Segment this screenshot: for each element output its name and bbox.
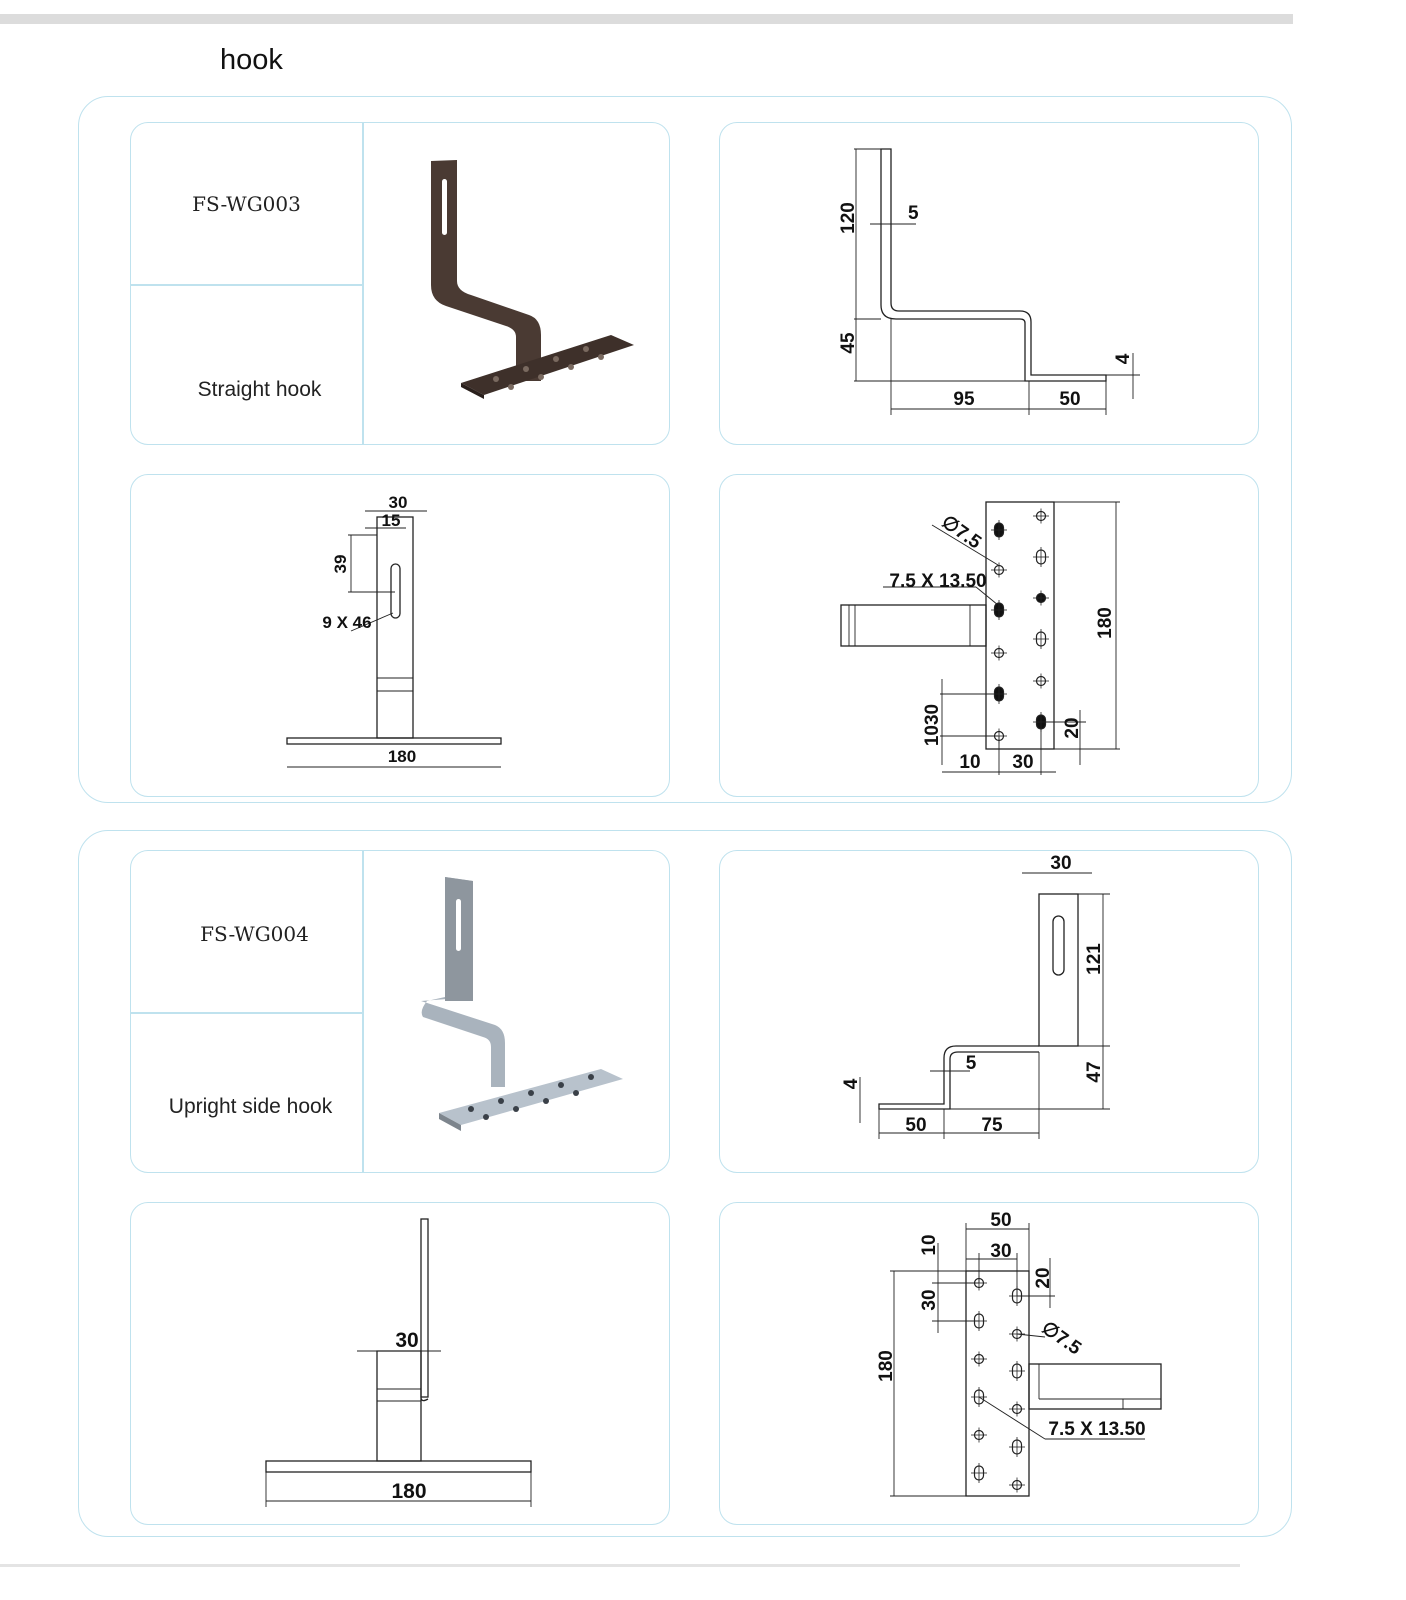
- mounting-hole: [1033, 629, 1049, 649]
- mounting-hole: [991, 645, 1007, 661]
- dim-label: 4: [1113, 353, 1134, 364]
- divider: [131, 1012, 362, 1014]
- front-view-drawing: 30 15 39 9 X 46 180: [286, 493, 502, 768]
- product-render-image: [421, 877, 623, 1131]
- dim-label: 30: [395, 1329, 418, 1352]
- bottom-divider-bar: [0, 1564, 1240, 1567]
- dim-label: 180: [1095, 607, 1116, 639]
- dim-label: 7.5 X 13.50: [1048, 1419, 1145, 1440]
- dim-label: 121: [1084, 943, 1105, 975]
- dim-label: 95: [953, 389, 975, 410]
- divider: [362, 851, 364, 1172]
- dim-label: 75: [981, 1115, 1003, 1136]
- dim-label: 20: [1033, 1267, 1054, 1288]
- mounting-hole: [991, 562, 1007, 578]
- product-name: Straight hook: [197, 378, 322, 401]
- plate-view-drawing: ∅7.5 7.5 X 13.50 180 1030 10 30 20: [840, 501, 1120, 775]
- dim-label: 120: [838, 202, 859, 234]
- dim-label: 47: [1084, 1061, 1105, 1082]
- divider: [131, 284, 362, 286]
- dim-label: 30: [389, 493, 408, 512]
- product-render-image: [431, 160, 634, 399]
- page-title: hook: [220, 44, 283, 76]
- mounting-hole: [991, 728, 1007, 744]
- dim-label: 39: [331, 555, 350, 574]
- dim-label: 30: [919, 1289, 940, 1310]
- front-view-drawing: 30 180: [265, 1218, 532, 1507]
- mounting-hole: [1009, 1326, 1025, 1342]
- product-code: FS-WG004: [200, 922, 309, 946]
- dim-label: 45: [838, 332, 859, 354]
- plate-view-drawing: 50 30 10 20 30 ∅7.5 180 7.5 X 13.50: [876, 1210, 1162, 1497]
- dim-label: ∅7.5: [1038, 1318, 1086, 1360]
- top-divider-bar: [0, 14, 1293, 24]
- front-view-drawing-card: 30 180: [130, 1202, 670, 1525]
- side-view-drawing-card: 30 121 47 5 4 50 75: [719, 850, 1259, 1173]
- dim-label: 4: [841, 1078, 862, 1089]
- mounting-hole: [1033, 590, 1049, 606]
- mounting-hole: [971, 1463, 987, 1483]
- mounting-hole: [1033, 673, 1049, 689]
- product-info-card: FS-WG003 Straight hook: [130, 122, 670, 445]
- mounting-hole: [1009, 1477, 1025, 1493]
- front-view-drawing-card: 30 15 39 9 X 46 180: [130, 474, 670, 797]
- dim-label: 50: [1059, 389, 1080, 410]
- dim-label: 5: [908, 203, 919, 224]
- mounting-hole: [1009, 1286, 1025, 1306]
- plate-view-drawing-card: ∅7.5 7.5 X 13.50 180 1030 10 30 20: [719, 474, 1259, 797]
- divider: [362, 123, 364, 444]
- dim-label: 30: [990, 1241, 1011, 1262]
- dim-label: 9 X 46: [322, 613, 371, 632]
- mounting-hole: [971, 1387, 987, 1407]
- dim-label: 1030: [922, 704, 943, 746]
- dim-label: 30: [1012, 752, 1033, 773]
- product-info-card: FS-WG004 Upright side hook: [130, 850, 670, 1173]
- dim-label: 180: [391, 1480, 426, 1503]
- product-section-fs-wg003: [78, 96, 1292, 803]
- mounting-hole: [971, 1275, 987, 1291]
- mounting-hole: [971, 1427, 987, 1443]
- mounting-hole: [1009, 1437, 1025, 1457]
- dim-label: 5: [966, 1053, 977, 1074]
- dim-label: 180: [876, 1350, 897, 1382]
- mounting-hole: [1033, 712, 1049, 732]
- mounting-hole: [1009, 1361, 1025, 1381]
- mounting-hole: [1033, 508, 1049, 524]
- product-code: FS-WG003: [192, 192, 301, 216]
- dim-label: 7.5 X 13.50: [889, 571, 986, 592]
- mounting-hole: [1009, 1401, 1025, 1417]
- mounting-hole: [991, 684, 1007, 704]
- mounting-hole: [991, 600, 1007, 620]
- dim-label: 50: [905, 1115, 926, 1136]
- product-section-fs-wg004: [78, 830, 1292, 1537]
- dim-label: 10: [959, 752, 980, 773]
- dim-label: ∅7.5: [938, 512, 986, 554]
- dim-label: 50: [990, 1210, 1011, 1231]
- dim-label: 15: [382, 511, 401, 530]
- mounting-hole: [1033, 547, 1049, 567]
- product-name: Upright side hook: [168, 1095, 333, 1118]
- dim-label: 30: [1050, 853, 1071, 874]
- dim-label: 20: [1062, 717, 1083, 738]
- dim-label: 180: [388, 747, 416, 766]
- side-view-drawing-card: 120 5 45 4 95 50: [719, 122, 1259, 445]
- mounting-hole: [971, 1311, 987, 1331]
- plate-view-drawing-card: 50 30 10 20 30 ∅7.5 180 7.5 X 13.50: [719, 1202, 1259, 1525]
- side-view-drawing: 120 5 45 4 95 50: [838, 148, 1140, 415]
- mounting-hole: [991, 520, 1007, 540]
- dim-label: 10: [919, 1234, 940, 1255]
- mounting-hole: [971, 1351, 987, 1367]
- side-view-drawing: 30 121 47 5 4 50 75: [841, 853, 1110, 1139]
